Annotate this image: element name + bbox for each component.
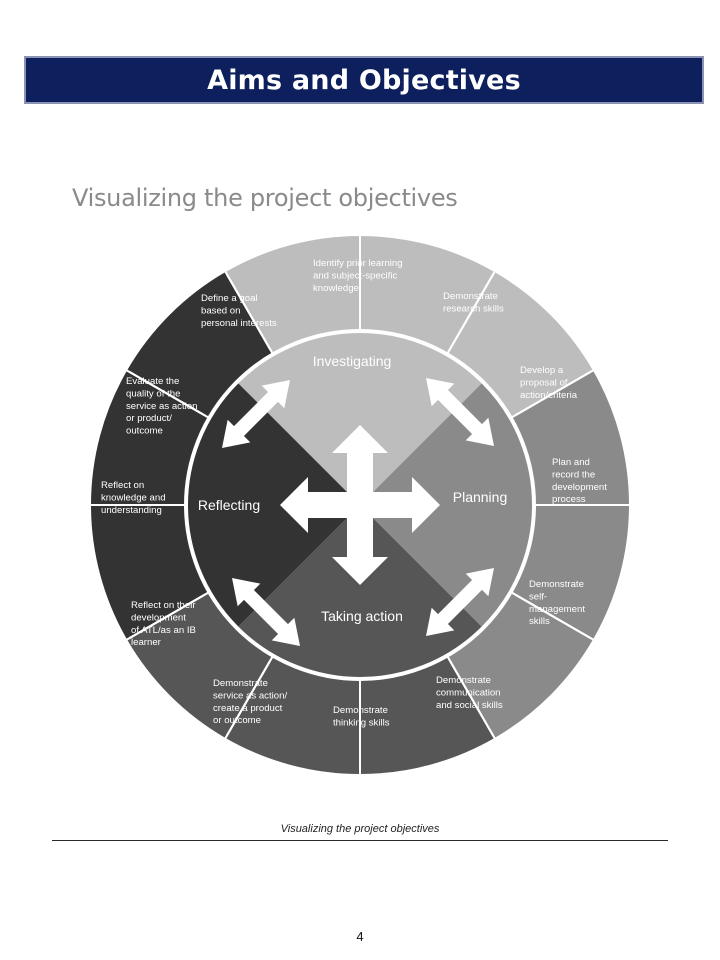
segment-divider-2 — [449, 274, 494, 350]
quadrant-label-reflecting: Reflecting — [198, 497, 260, 513]
diagram-subtitle: Visualizing the project objectives — [72, 184, 458, 212]
segment-text-line: Evaluate the — [126, 376, 179, 387]
segment-text-line: process — [552, 494, 586, 505]
segment-text-line: Demonstrate — [436, 675, 491, 686]
segment-text-line: action/criteria — [520, 390, 578, 401]
segment-text-line: Demonstrate — [213, 678, 268, 689]
segment-text-line: of ATL/as an IB — [131, 625, 196, 636]
segment-text-line: and subject-specific — [313, 270, 397, 281]
segment-divider-11 — [129, 371, 205, 416]
arrow-planning-taking-action — [426, 568, 494, 636]
header-title: Aims and Objectives — [207, 64, 521, 96]
segment-text-line: outcome — [126, 426, 163, 437]
quadrant-investigating — [236, 331, 484, 505]
figure-caption: Visualizing the project objectives — [280, 823, 440, 835]
segment-text-line: knowledge and — [101, 492, 166, 503]
segment-text-line: management — [529, 604, 585, 615]
segment-divider-3 — [515, 371, 591, 416]
header-bar: Aims and Objectives — [24, 56, 704, 104]
segment-text-line: development — [131, 612, 186, 623]
segment-text-line: quality of the — [126, 388, 180, 399]
segment-text-line: Develop a — [520, 365, 564, 376]
segment-divider-9 — [129, 594, 205, 639]
segment-text-line: knowledge — [313, 283, 359, 294]
segment-text-line: Demonstrate — [529, 579, 584, 590]
segment-text-line: skills — [529, 616, 550, 627]
segment-text-line: Plan and — [552, 457, 590, 468]
segment-divider-6 — [449, 660, 494, 736]
segment-text-line: learner — [131, 637, 162, 648]
segment-text-line: communication — [436, 687, 501, 698]
arrow-investigating-reflecting — [222, 380, 290, 448]
arrow-investigating-planning — [426, 378, 494, 446]
segment-text-line: Define a goal — [201, 293, 258, 304]
segment-text-line: create a product — [213, 703, 283, 714]
segment-text-line: based on — [201, 305, 240, 316]
inner-circle-border — [184, 329, 536, 681]
segment-text-line: Reflect on their — [131, 600, 196, 611]
segment-text-line: Demonstrate — [333, 705, 388, 716]
segment-text-line: self- — [529, 591, 547, 602]
segment-text-line: thinking skills — [333, 717, 390, 728]
segment-text-line: service as action/ — [213, 690, 287, 701]
quadrant-label-taking-action: Taking action — [321, 608, 403, 624]
segment-text-line: understanding — [101, 505, 162, 516]
central-four-way-arrow — [280, 425, 440, 585]
segment-text-line: and social skills — [436, 700, 503, 711]
segment-text-line: research skills — [443, 303, 504, 314]
page-number: 4 — [356, 929, 364, 944]
caption-rule — [52, 840, 668, 841]
quadrant-taking-action — [236, 505, 484, 679]
segment-divider-5 — [515, 594, 591, 639]
segment-text-line: Identify prior learning — [313, 258, 403, 269]
segment-text-line: development — [552, 482, 607, 493]
segment-divider-12 — [226, 274, 271, 350]
segment-text-line: service as action — [126, 401, 197, 412]
arrow-reflecting-taking-action — [232, 578, 300, 646]
segment-text-line: or product/ — [126, 413, 172, 424]
segment-text-line: Demonstrate — [443, 291, 498, 302]
segment-text-line: personal interests — [201, 318, 277, 329]
segment-text-line: Reflect on — [101, 480, 144, 491]
quadrant-label-planning: Planning — [453, 489, 508, 505]
segment-text-line: record the — [552, 469, 595, 480]
quadrant-label-investigating: Investigating — [313, 353, 392, 369]
segment-divider-8 — [226, 660, 271, 736]
segment-text-line: or outcome — [213, 715, 261, 726]
segment-text-line: proposal of — [520, 377, 568, 388]
